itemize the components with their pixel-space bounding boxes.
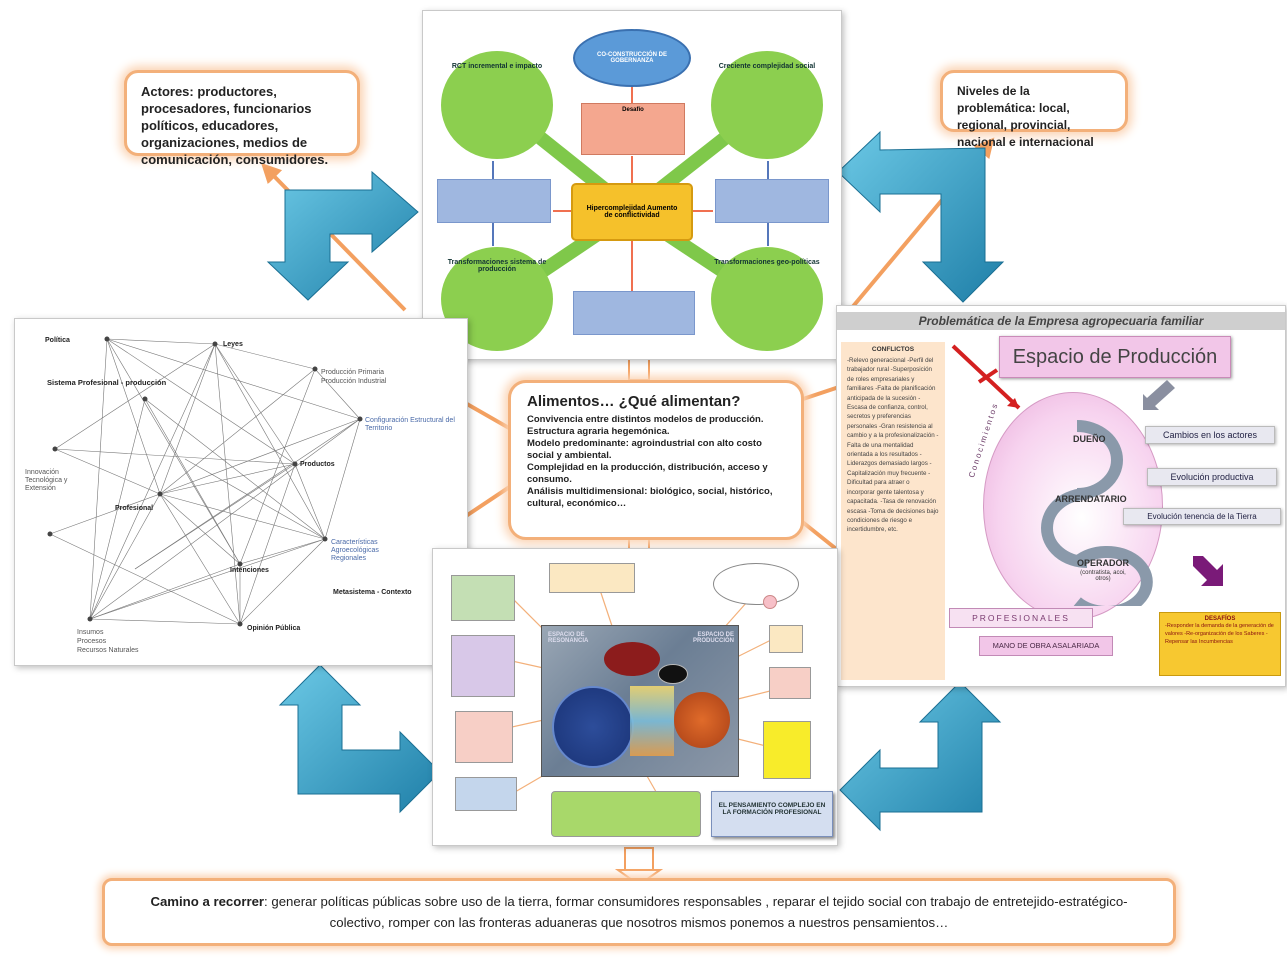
complex-thinking-banner: EL PENSAMIENTO COMPLEJO EN LA FORMACIÓN … bbox=[711, 791, 833, 837]
levels-text: Niveles de la problemática: local, regio… bbox=[957, 84, 1094, 149]
roles-oval bbox=[983, 392, 1163, 620]
net-label-config: Configuración Estructural del Territorio bbox=[365, 417, 455, 432]
ob-box-4 bbox=[455, 711, 513, 763]
thought-cloud bbox=[713, 563, 799, 605]
actors-callout: Actores: productores, procesadores, func… bbox=[124, 70, 360, 167]
path-lead: Camino a recorrer bbox=[150, 894, 265, 909]
center-line-1: Convivencia entre distintos modelos de p… bbox=[527, 414, 764, 425]
ob-box-2 bbox=[549, 563, 635, 593]
workforce-label: MANO DE OBRA ASALARIADA bbox=[979, 636, 1113, 656]
left-blue-box bbox=[437, 179, 551, 223]
center-line-5: Análisis multidimensional: biológico, so… bbox=[527, 486, 773, 509]
net-label-politica: Política bbox=[45, 337, 70, 344]
net-label-system: Sistema Profesional - producción bbox=[47, 378, 167, 387]
node-rct: RCT incremental e impacto bbox=[441, 51, 553, 159]
center-card: Alimentos… ¿Qué alimentan? Convivencia e… bbox=[508, 380, 804, 540]
photo-center-band bbox=[630, 686, 674, 756]
arrow-bottom-left bbox=[278, 664, 441, 814]
center-line-4: Complejidad en la producción, distribuci… bbox=[527, 462, 768, 485]
net-label-productos: Productos bbox=[300, 461, 335, 468]
network-panel: Política Sistema Profesional - producció… bbox=[14, 318, 468, 666]
photo-black-oval bbox=[658, 664, 688, 684]
bottom-diagram-panel: ESPACIO DE RESONANCIA ESPACIO DE PRODUCC… bbox=[432, 548, 838, 846]
center-line-3: Modelo predominante: agroindustrial con … bbox=[527, 438, 762, 461]
net-label-innovacion: Innovación Tecnológica y Extensión bbox=[25, 469, 68, 492]
roles-cycle bbox=[1041, 420, 1153, 606]
governance-label: CO-CONSTRUCCIÓN DE GOBERNANZA bbox=[597, 52, 667, 64]
net-label-profesional: Profesional bbox=[115, 505, 154, 512]
node-geopolitics-label: Transformaciones geo-políticas bbox=[714, 259, 820, 266]
ob-box-3 bbox=[451, 635, 515, 697]
node-social: Creciente complejidad social bbox=[711, 51, 823, 159]
governance-oval: CO-CONSTRUCCIÓN DE GOBERNANZA bbox=[573, 29, 691, 87]
right-panel-title: Problemática de la Empresa agropecuaria … bbox=[837, 312, 1285, 330]
tag-actors-change: Cambios en los actores bbox=[1145, 426, 1275, 444]
purple-arrow bbox=[1193, 556, 1223, 586]
conflicts-text: -Relevo generacional -Perfil del trabaja… bbox=[847, 357, 939, 534]
role-operator: OPERADOR bbox=[1077, 558, 1130, 568]
photo-left-label: ESPACIO DE RESONANCIA bbox=[548, 632, 589, 644]
hypercomplexity-box: Hipercomplejidad Aumento de conflictivid… bbox=[571, 183, 693, 241]
ob-box-1 bbox=[451, 575, 515, 621]
arrow-top-right bbox=[837, 130, 1005, 303]
role-owner: DUEÑO bbox=[1073, 434, 1106, 444]
ob-box-9 bbox=[551, 791, 701, 837]
production-space-banner: Espacio de Producción bbox=[999, 336, 1231, 378]
center-photo: ESPACIO DE RESONANCIA ESPACIO DE PRODUCC… bbox=[541, 625, 739, 777]
node-production-label: Transformaciones sistema de producción bbox=[447, 259, 547, 273]
conflicts-title: CONFLICTOS bbox=[871, 346, 915, 353]
photo-blue-circle bbox=[552, 686, 634, 768]
bottom-blue-box bbox=[573, 291, 695, 335]
desafio-box: Desafío bbox=[581, 103, 685, 155]
node-social-label: Creciente complejidad social bbox=[718, 63, 816, 70]
net-label-intenciones: Intenciones bbox=[230, 567, 269, 574]
net-label-prod-industrial: Producción Industrial bbox=[321, 378, 387, 385]
tag-land-tenure: Evolución tenencia de la Tierra bbox=[1123, 508, 1281, 525]
photo-red-oval bbox=[604, 642, 660, 676]
hypercomplexity-label: Hipercomplejidad Aumento de conflictivid… bbox=[586, 205, 678, 219]
right-blue-box bbox=[715, 179, 829, 223]
ob-box-5 bbox=[455, 777, 517, 811]
net-label-procesos: Procesos bbox=[77, 638, 107, 645]
conflicts-column: CONFLICTOS -Relevo generacional -Perfil … bbox=[841, 342, 945, 680]
path-text: : generar políticas públicas sobre uso d… bbox=[264, 894, 1128, 930]
desafio-label: Desafío bbox=[622, 107, 644, 113]
net-label-leyes: Leyes bbox=[223, 341, 243, 348]
network-edges bbox=[47, 336, 363, 627]
net-label-recursos: Recursos Naturales bbox=[77, 647, 139, 654]
arrow-top-left bbox=[266, 170, 419, 301]
smiley-icon bbox=[763, 595, 777, 609]
gray-arrow bbox=[1143, 380, 1175, 410]
net-label-prod-primaria: Producción Primaria bbox=[321, 369, 385, 376]
ob-box-7 bbox=[769, 667, 811, 699]
desafios-text: -Responder la demanda de la generación d… bbox=[1165, 623, 1274, 645]
net-label-caracteristicas: Características Agroecológicas Regionale… bbox=[331, 539, 379, 562]
top-diagram-panel: CO-CONSTRUCCIÓN DE GOBERNANZA Desafío Hi… bbox=[422, 10, 842, 360]
bottom-path-callout: Camino a recorrer: generar políticas púb… bbox=[102, 878, 1176, 946]
right-panel: Problemática de la Empresa agropecuaria … bbox=[836, 305, 1286, 687]
node-rct-label: RCT incremental e impacto bbox=[451, 63, 543, 70]
tag-productive-evolution: Evolución productiva bbox=[1147, 468, 1277, 486]
desafios-title: DESAFÍOS bbox=[1204, 616, 1236, 622]
actors-text: Actores: productores, procesadores, func… bbox=[141, 84, 329, 167]
role-tenant: ARRENDATARIO bbox=[1055, 494, 1127, 504]
arrow-bottom-right bbox=[839, 681, 1002, 832]
levels-callout: Niveles de la problemática: local, regio… bbox=[940, 70, 1128, 149]
photo-orange-circle bbox=[674, 692, 730, 748]
net-label-insumos: Insumos bbox=[77, 629, 104, 636]
desafios-box: DESAFÍOS -Responder la demanda de la gen… bbox=[1159, 612, 1281, 676]
professionals-label: PROFESIONALES bbox=[949, 608, 1093, 628]
net-label-footer: Metasistema - Contexto bbox=[333, 589, 412, 596]
ob-box-8 bbox=[763, 721, 811, 779]
role-operator-sub: (contratista, acoi, otros) bbox=[1080, 570, 1126, 582]
center-line-2: Estructura agraria hegemónica. bbox=[527, 426, 670, 437]
net-label-opinion: Opinión Pública bbox=[247, 625, 301, 632]
center-card-title: Alimentos… ¿Qué alimentan? bbox=[527, 393, 741, 410]
node-geopolitics: Transformaciones geo-políticas bbox=[711, 247, 823, 351]
photo-right-label: ESPACIO DE PRODUCCIÓN bbox=[692, 632, 734, 644]
red-x-arrow bbox=[951, 344, 1021, 410]
ob-box-6 bbox=[769, 625, 803, 653]
